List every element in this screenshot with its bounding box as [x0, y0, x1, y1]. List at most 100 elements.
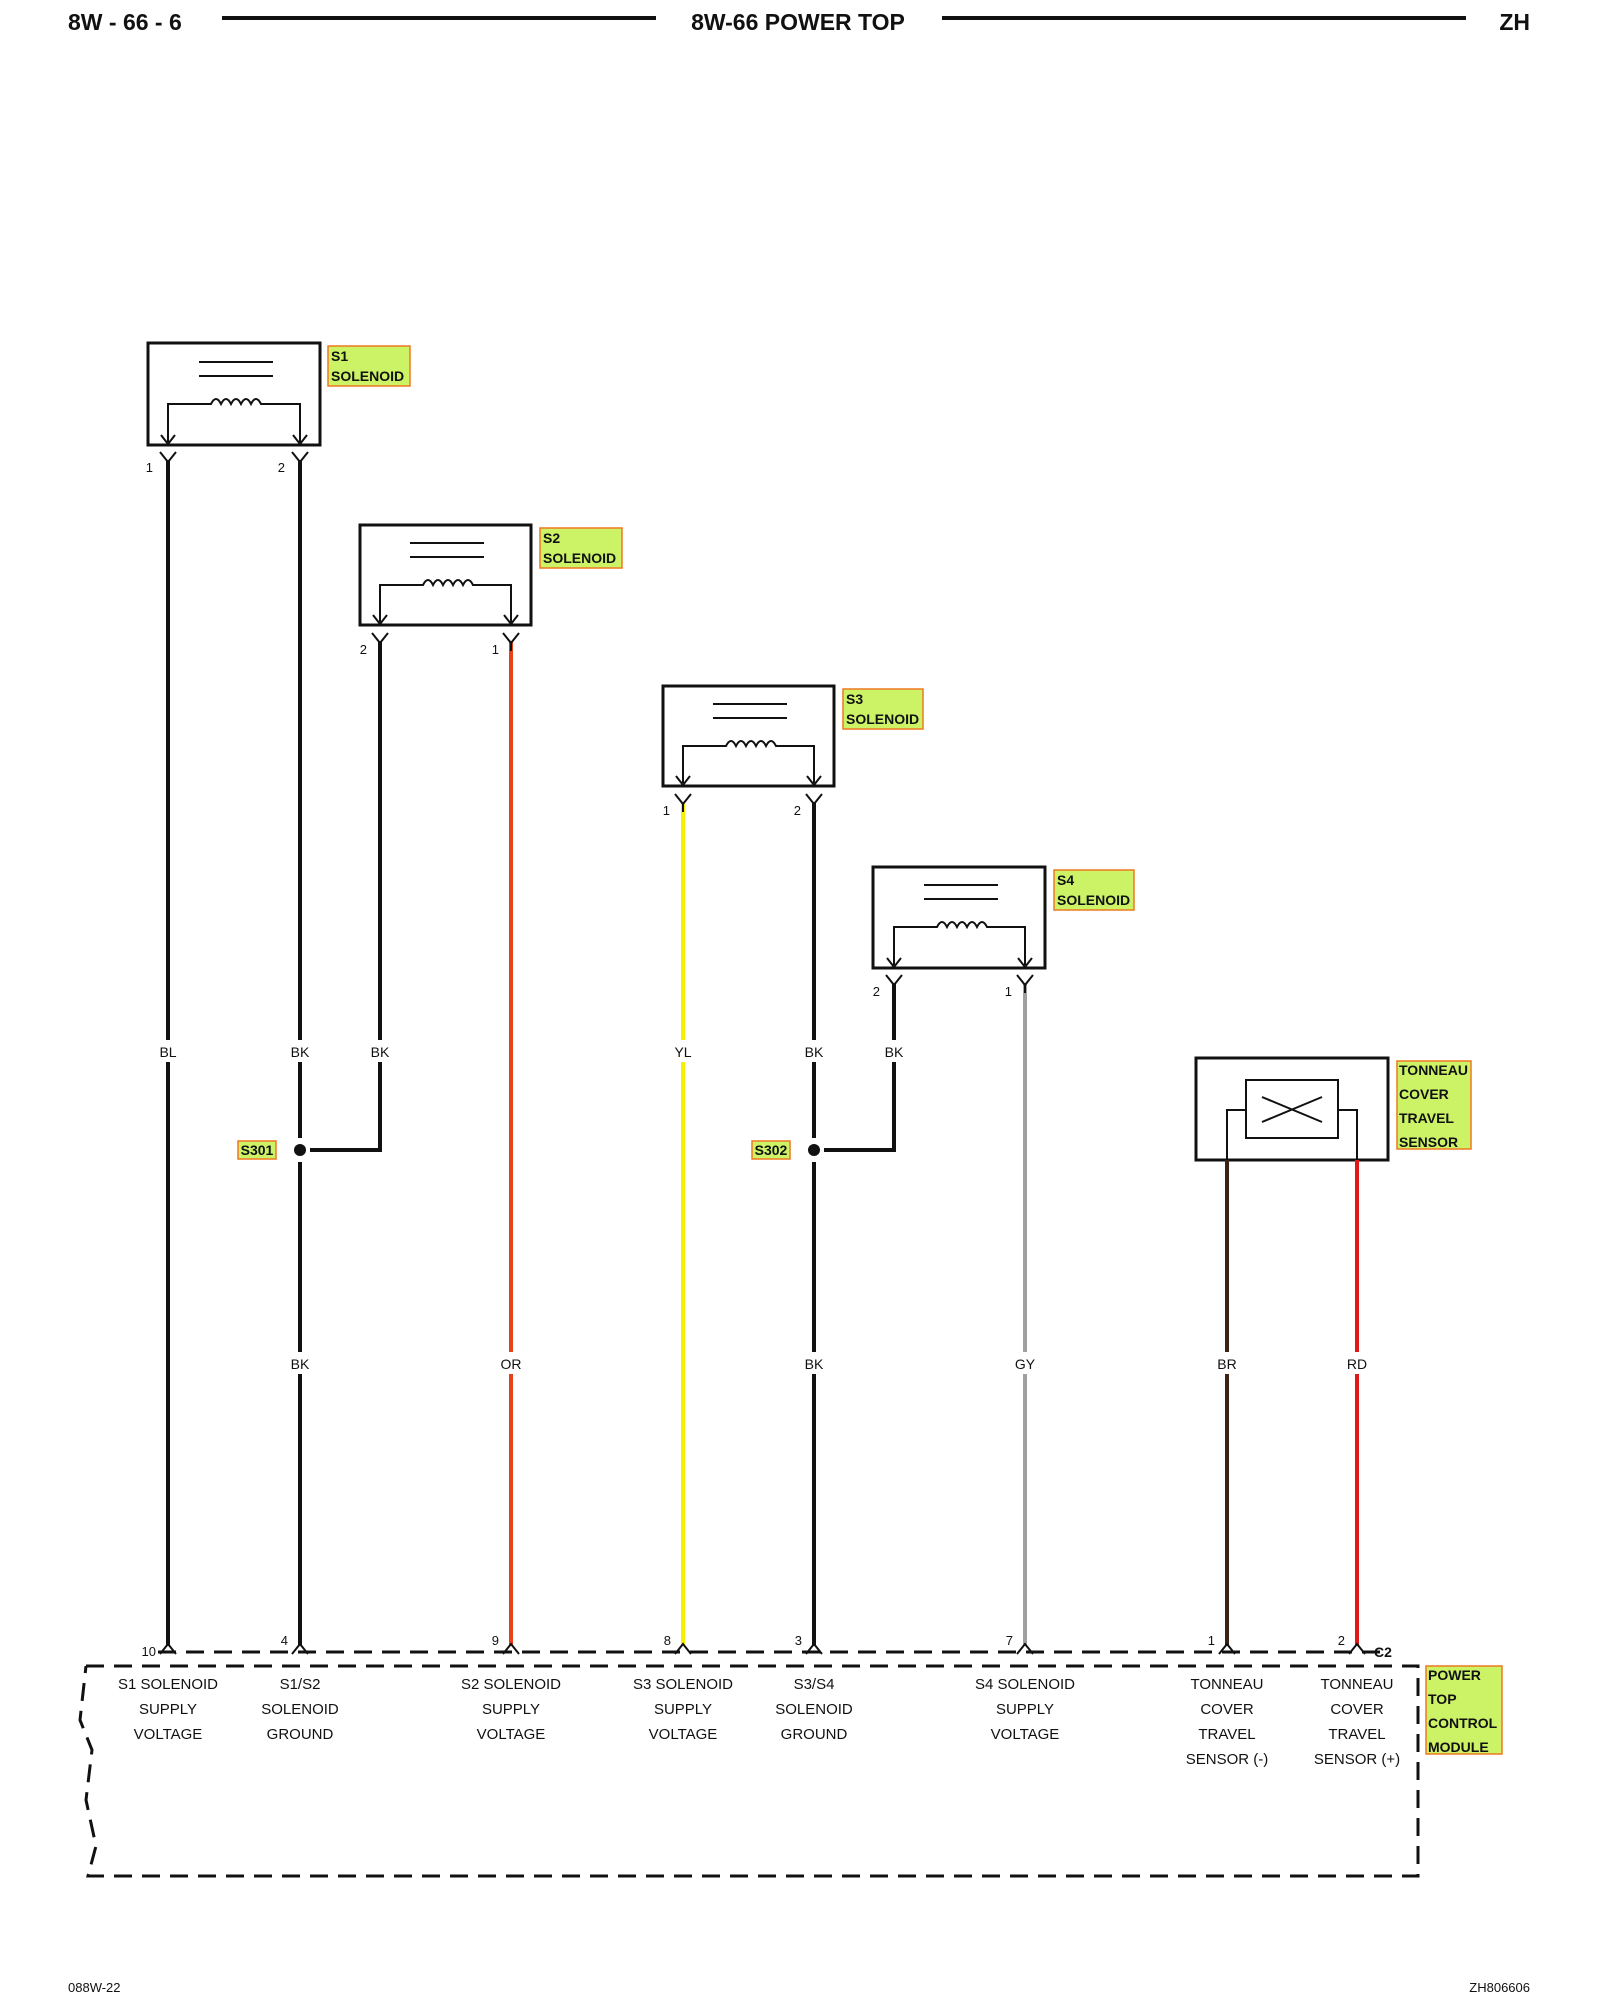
module-label-line-1: POWER: [1428, 1667, 1481, 1683]
component-pin-symbols: [159, 451, 1034, 993]
s2-pin-2-connector-icon: [371, 632, 389, 651]
s2-solenoid-body: [358, 523, 533, 627]
splice-s301-label: S301: [241, 1142, 274, 1158]
svg-text:GROUND: GROUND: [267, 1726, 334, 1743]
s2-label-line-1: S2: [543, 530, 560, 546]
footer-right-code: ZH806606: [1469, 1980, 1530, 1995]
module-pin-number: 3: [795, 1633, 802, 1648]
module-pin-number: 4: [281, 1633, 288, 1648]
s4-coil-icon: [893, 921, 1026, 965]
s1-pin-2-label: 2: [278, 460, 285, 475]
s2-label-tag: S2 SOLENOID: [539, 527, 623, 569]
s3-pin-2-connector-icon: [805, 793, 823, 812]
module-pin-number: 9: [492, 1633, 499, 1648]
module-pin-2-icon: [1348, 1642, 1366, 1655]
svg-text:S3 SOLENOID: S3 SOLENOID: [633, 1676, 733, 1693]
svg-text:TONNEAU: TONNEAU: [1190, 1676, 1263, 1693]
page-code: 8W - 66 - 6: [68, 9, 182, 35]
wire-label-br: BR: [1217, 1356, 1236, 1372]
module-outline: [78, 1664, 1420, 1878]
tonneau-label-line-3: TRAVEL: [1399, 1110, 1454, 1126]
svg-text:TONNEAU: TONNEAU: [1320, 1676, 1393, 1693]
wire-label-yl: YL: [674, 1044, 691, 1060]
wire-label-or: OR: [501, 1356, 522, 1372]
tonneau-cover-travel-sensor: TONNEAU COVER TRAVEL SENSOR: [1194, 1056, 1472, 1162]
tonneau-sensor-label-tag: TONNEAU COVER TRAVEL SENSOR: [1396, 1060, 1472, 1150]
wire-color-labels: BL BK BK YL BK BK BK OR BK GY BR RD: [150, 1040, 1375, 1374]
s1-pin-2-connector-icon: [291, 451, 309, 470]
module-pin-3-function: S3/S4 SOLENOID GROUND: [775, 1676, 853, 1743]
page-header: 8W - 66 - 6 8W-66 POWER TOP ZH: [68, 9, 1530, 35]
module-pin-4-icon: [291, 1642, 309, 1655]
module-pin-8-icon: [674, 1642, 692, 1655]
svg-text:SOLENOID: SOLENOID: [775, 1701, 853, 1718]
s3-coil-icon: [682, 740, 815, 783]
tonneau-label-line-4: SENSOR: [1399, 1134, 1458, 1150]
s3-label-line-1: S3: [846, 691, 863, 707]
svg-text:TRAVEL: TRAVEL: [1328, 1726, 1385, 1743]
s4-label-tag: S4 SOLENOID: [1053, 869, 1135, 911]
s1-coil-icon: [167, 398, 301, 442]
splice-s301-dot: [294, 1144, 306, 1156]
s4-solenoid-body: [871, 865, 1047, 970]
s3-solenoid: S3 SOLENOID 1 2: [661, 684, 924, 818]
svg-text:SUPPLY: SUPPLY: [482, 1701, 540, 1718]
svg-text:S1/S2: S1/S2: [280, 1676, 321, 1693]
svg-text:SUPPLY: SUPPLY: [654, 1701, 712, 1718]
page-title: 8W-66 POWER TOP: [691, 9, 905, 35]
wire-bk-s4-to-s302: [814, 983, 896, 1152]
connector-c2-label: C2: [1374, 1644, 1392, 1660]
svg-text:COVER: COVER: [1330, 1701, 1384, 1718]
svg-text:VOLTAGE: VOLTAGE: [477, 1726, 546, 1743]
module-pin-number: 1: [1208, 1633, 1215, 1648]
module-pin-1-icon: [1218, 1642, 1236, 1655]
wire-label-bk-upper-1: BK: [291, 1044, 310, 1060]
module-label-line-3: CONTROL: [1428, 1715, 1498, 1731]
svg-text:S1 SOLENOID: S1 SOLENOID: [118, 1676, 218, 1693]
module-pin-7-icon: [1016, 1642, 1034, 1655]
wire-label-bl: BL: [159, 1044, 176, 1060]
wire-bk-s2-to-s301: [300, 641, 382, 1152]
s1-label-line-1: S1: [331, 348, 348, 364]
module-pin-number: 8: [664, 1633, 671, 1648]
s1-pin-1-label: 1: [146, 460, 153, 475]
s3-pin-2-label: 2: [794, 803, 801, 818]
module-pin-3-icon: [805, 1642, 823, 1655]
s4-pin-2-connector-icon: [885, 974, 903, 993]
s4-label-line-2: SOLENOID: [1057, 892, 1130, 908]
module-label-line-2: TOP: [1428, 1691, 1457, 1707]
svg-text:SUPPLY: SUPPLY: [996, 1701, 1054, 1718]
s1-pin-1-connector-icon: [159, 451, 177, 470]
s2-pin-2-label: 2: [360, 642, 367, 657]
s3-pin-1-connector-icon: [674, 793, 692, 812]
svg-text:TRAVEL: TRAVEL: [1198, 1726, 1255, 1743]
wire-label-bk-lower-2: BK: [805, 1356, 824, 1372]
module-pin-number: 7: [1006, 1633, 1013, 1648]
module-pin-9-function: S2 SOLENOID SUPPLY VOLTAGE: [461, 1676, 561, 1743]
svg-text:COVER: COVER: [1200, 1701, 1254, 1718]
module-pin-7-function: S4 SOLENOID SUPPLY VOLTAGE: [975, 1676, 1075, 1743]
s1-solenoid-body: [146, 341, 322, 447]
s2-pin-1-label: 1: [492, 642, 499, 657]
s4-label-line-1: S4: [1057, 872, 1074, 888]
svg-text:SUPPLY: SUPPLY: [139, 1701, 197, 1718]
svg-text:S2 SOLENOID: S2 SOLENOID: [461, 1676, 561, 1693]
wires: [166, 460, 1359, 1646]
s4-pin-2-label: 2: [873, 984, 880, 999]
s4-solenoid: S4 SOLENOID 2 1: [871, 865, 1135, 999]
s1-label-line-2: SOLENOID: [331, 368, 404, 384]
model-code: ZH: [1499, 9, 1530, 35]
wire-label-gy: GY: [1015, 1356, 1036, 1372]
svg-text:GROUND: GROUND: [781, 1726, 848, 1743]
svg-text:SENSOR (+): SENSOR (+): [1314, 1751, 1400, 1768]
splice-s302: S302: [751, 1138, 894, 1162]
power-top-control-module: 10 4 9 8 3 7 1 2 C2 S1 SOLENOID SUPPLY V…: [78, 1633, 1503, 1878]
svg-text:SENSOR (-): SENSOR (-): [1186, 1751, 1269, 1768]
module-label-tag: POWER TOP CONTROL MODULE: [1425, 1665, 1503, 1755]
svg-text:SOLENOID: SOLENOID: [261, 1701, 339, 1718]
wire-label-bk-s4: BK: [885, 1044, 904, 1060]
s2-label-line-2: SOLENOID: [543, 550, 616, 566]
module-pin-4-function: S1/S2 SOLENOID GROUND: [261, 1676, 339, 1743]
svg-text:S4 SOLENOID: S4 SOLENOID: [975, 1676, 1075, 1693]
s3-solenoid-body: [661, 684, 836, 788]
